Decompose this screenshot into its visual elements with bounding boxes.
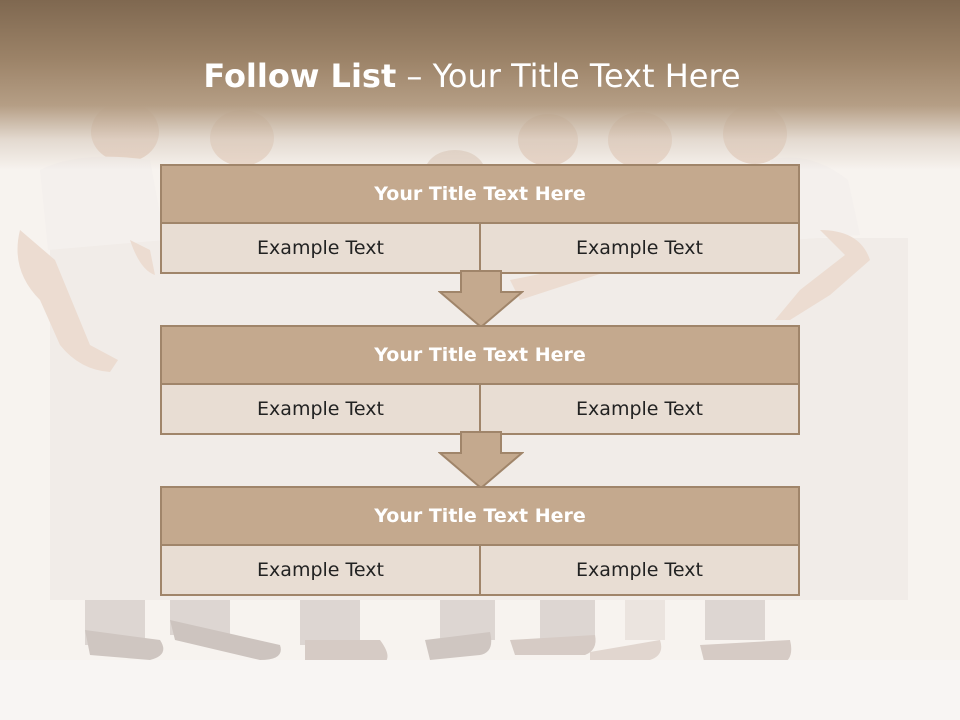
block-title: Your Title Text Here <box>162 327 798 385</box>
slide-title: Follow List – Your Title Text Here <box>0 52 944 100</box>
block-row: Example Text Example Text <box>162 224 798 272</box>
header-band <box>0 0 960 170</box>
slide-title-rest: – Your Title Text Here <box>406 57 741 95</box>
block-cell-left: Example Text <box>162 224 479 272</box>
block-title: Your Title Text Here <box>162 488 798 546</box>
down-arrow-icon <box>438 431 524 489</box>
slide-title-bold: Follow List <box>203 57 397 95</box>
block-cell-left: Example Text <box>162 546 479 594</box>
down-arrow-icon <box>438 270 524 328</box>
block-cell-right: Example Text <box>479 224 798 272</box>
block-row: Example Text Example Text <box>162 546 798 594</box>
list-block-2: Your Title Text Here Example Text Exampl… <box>160 325 800 435</box>
block-cell-left: Example Text <box>162 385 479 433</box>
block-title: Your Title Text Here <box>162 166 798 224</box>
block-cell-right: Example Text <box>479 385 798 433</box>
list-block-1: Your Title Text Here Example Text Exampl… <box>160 164 800 274</box>
block-row: Example Text Example Text <box>162 385 798 433</box>
block-cell-right: Example Text <box>479 546 798 594</box>
list-block-3: Your Title Text Here Example Text Exampl… <box>160 486 800 596</box>
